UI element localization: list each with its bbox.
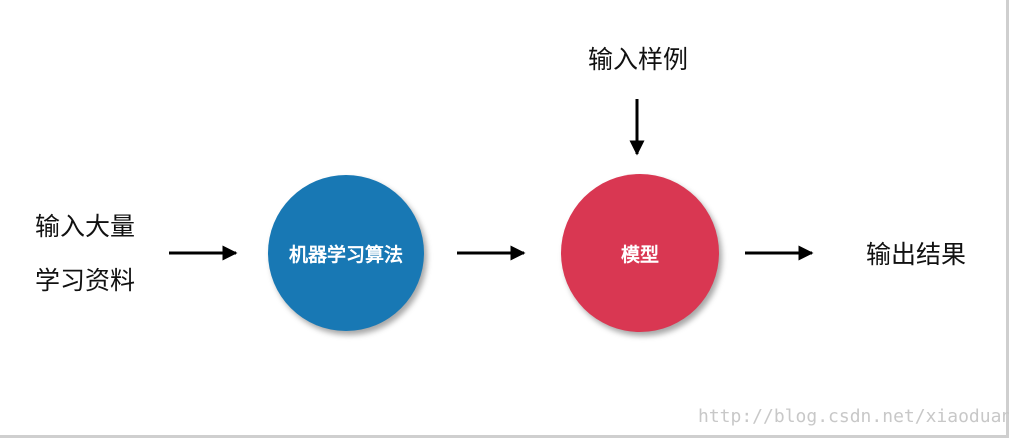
- ml-algorithm-label: 机器学习算法: [288, 243, 403, 266]
- input-data-label-line2: 学习资料: [35, 266, 136, 295]
- model-node: 模型: [561, 174, 719, 332]
- watermark-url: http://blog.csdn.net/xiaoduan_: [698, 406, 1009, 427]
- ml-algorithm-node: 机器学习算法: [268, 175, 424, 331]
- model-label: 模型: [620, 243, 659, 266]
- output-result-label: 输出结果: [866, 240, 967, 269]
- input-data-label-line1: 输入大量: [35, 212, 136, 241]
- input-sample-label: 输入样例: [588, 45, 689, 74]
